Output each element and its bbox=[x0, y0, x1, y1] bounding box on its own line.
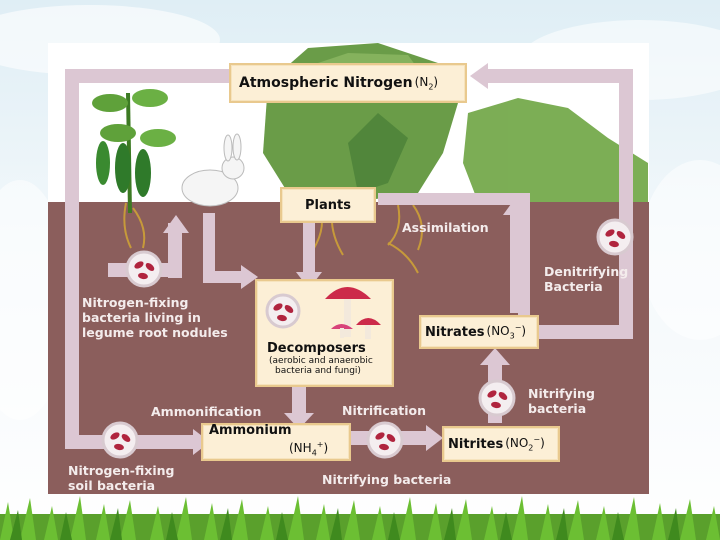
nitrites-box: Nitrites (NO2−) bbox=[442, 426, 560, 462]
nitrates-formula: (NO3−) bbox=[486, 323, 527, 341]
ammonium-box: Ammonium (NH4+) bbox=[201, 423, 351, 461]
nitrates-box: Nitrates (NO3−) bbox=[419, 315, 539, 349]
decomposers-box: Decomposers (aerobic and anaerobic bacte… bbox=[255, 279, 394, 387]
plants-label: Plants bbox=[305, 197, 351, 213]
decomposer-illustration bbox=[265, 287, 381, 339]
legume-nodule-label: Nitrogen-fixing bacteria living in legum… bbox=[82, 295, 228, 340]
nitrifying-bacteria-bottom-label: Nitrifying bacteria bbox=[322, 472, 452, 487]
legume-plant-illustration bbox=[92, 89, 176, 214]
atmospheric-formula: (N2) bbox=[414, 74, 439, 92]
grass-border bbox=[0, 496, 720, 540]
atmospheric-nitrogen-box: Atmospheric Nitrogen (N2) bbox=[229, 63, 467, 103]
decomposers-title: Decomposers bbox=[267, 341, 366, 356]
soil-bacteria-label: Nitrogen-fixing soil bacteria bbox=[68, 463, 175, 493]
decomposers-desc-line1: (aerobic and anaerobic bbox=[269, 356, 373, 366]
ammonification-label: Ammonification bbox=[151, 404, 262, 419]
nitrites-formula: (NO2−) bbox=[505, 435, 545, 453]
nitrification-label: Nitrification bbox=[342, 403, 427, 418]
bacteria-icons bbox=[101, 218, 634, 459]
nitrates-label: Nitrates bbox=[425, 324, 485, 340]
assimilation-label: Assimilation bbox=[402, 220, 489, 235]
denitrifying-label: Denitrifying Bacteria bbox=[544, 264, 629, 294]
atmospheric-nitrogen-label: Atmospheric Nitrogen bbox=[239, 75, 413, 91]
decomposers-desc-line2: bacteria and fungi) bbox=[275, 366, 361, 376]
nitrogen-cycle-diagram: Atmospheric Nitrogen (N2) Plants Decompo… bbox=[48, 43, 649, 494]
nitrites-label: Nitrites bbox=[448, 436, 504, 452]
ammonium-label: Ammonium bbox=[209, 422, 292, 438]
ammonium-formula: (NH4+) bbox=[289, 439, 329, 458]
plants-box: Plants bbox=[280, 187, 376, 223]
rabbit-illustration bbox=[181, 133, 245, 207]
nitrifying-bacteria-top-label: Nitrifying bacteria bbox=[528, 386, 595, 416]
